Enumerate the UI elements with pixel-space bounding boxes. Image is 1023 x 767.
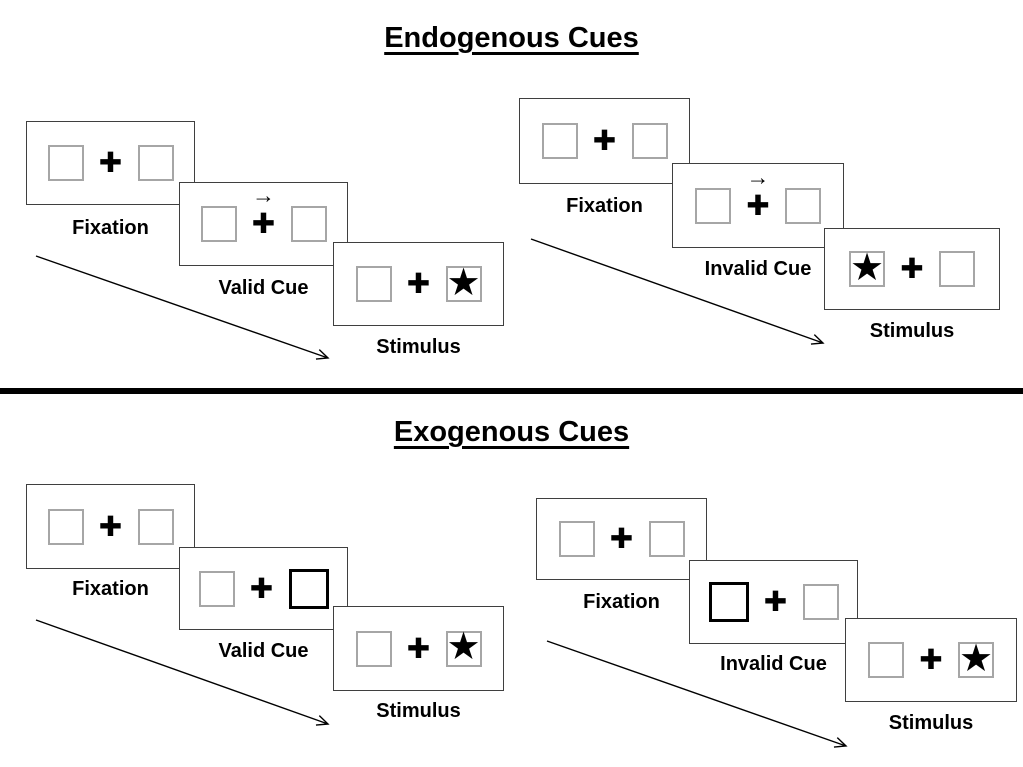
fixation-cross-icon: ✚	[900, 253, 924, 284]
card-label-stimulus: Stimulus	[888, 712, 974, 734]
right-box	[137, 508, 174, 545]
cue-arrow-right-icon: →	[746, 163, 770, 190]
star-stimulus-icon: ★	[849, 246, 885, 289]
fixation-cross-icon: ✚	[98, 510, 123, 542]
right-box	[137, 145, 174, 181]
timeline-arrow	[546, 640, 848, 748]
fixation-cross-icon: ✚	[98, 147, 123, 178]
left-box	[200, 206, 237, 242]
right-box	[290, 206, 327, 242]
left-box	[558, 521, 595, 557]
card-label-valid-cue: Valid Cue	[218, 640, 309, 662]
star-stimulus-icon: ★	[958, 637, 994, 680]
card-label-fixation: Fixation	[72, 578, 149, 600]
card-valid-cue: →✚	[179, 182, 348, 266]
fixation-cross-icon: ✚	[609, 523, 634, 554]
timeline-arrow	[530, 238, 825, 345]
cue-arrow-right-icon: →	[252, 182, 275, 208]
right-box	[939, 251, 975, 287]
card-fixation: ✚	[519, 98, 690, 184]
left-box	[868, 642, 904, 678]
card-stimulus: ✚ ★	[845, 618, 1017, 702]
left-box	[47, 145, 84, 181]
card-valid-cue: ✚	[179, 547, 348, 630]
fixation-cross-icon: ✚	[249, 572, 274, 604]
section-title-exogenous: Exogenous Cues	[393, 416, 630, 448]
section-divider	[0, 388, 1023, 394]
right-box	[802, 584, 839, 620]
star-stimulus-icon: ★	[446, 626, 481, 668]
timeline-arrow	[35, 255, 330, 360]
timeline-arrow	[35, 619, 330, 726]
card-fixation: ✚	[26, 484, 195, 569]
card-fixation: ✚	[26, 121, 195, 205]
right-box	[648, 521, 685, 557]
card-label-fixation: Fixation	[583, 591, 660, 613]
card-label-fixation: Fixation	[72, 217, 149, 239]
card-fixation: ✚	[536, 498, 707, 580]
fixation-cross-icon: ✚	[406, 268, 431, 299]
right-box: ★	[445, 626, 482, 668]
card-invalid-cue: →✚	[672, 163, 844, 248]
right-box: ★	[958, 637, 994, 680]
fixation-cross-icon: →✚	[251, 182, 276, 239]
card-stimulus: ✚ ★	[333, 242, 504, 326]
fixation-cross-icon: ✚	[592, 125, 617, 156]
left-box	[355, 266, 392, 302]
left-box	[695, 187, 731, 224]
fixation-cross-icon: ✚	[919, 644, 943, 675]
fixation-cross-icon: ✚	[406, 632, 431, 664]
card-label-stimulus: Stimulus	[869, 320, 955, 342]
left-box-highlighted-cue	[708, 582, 749, 622]
card-stimulus: ★ ✚	[824, 228, 1000, 310]
left-box	[198, 570, 235, 607]
card-label-invalid-cue: Invalid Cue	[704, 258, 812, 280]
card-stimulus: ✚ ★	[333, 606, 504, 691]
card-label-stimulus: Stimulus	[376, 336, 461, 358]
left-box	[355, 630, 392, 667]
card-label-invalid-cue: Invalid Cue	[720, 653, 827, 675]
left-box: ★	[849, 246, 885, 289]
right-box-highlighted-cue	[288, 568, 329, 609]
right-box	[785, 187, 821, 224]
left-box	[541, 123, 578, 159]
fixation-cross-icon: ✚	[763, 586, 788, 617]
section-title-endogenous: Endogenous Cues	[384, 22, 639, 54]
left-box	[47, 508, 84, 545]
right-box	[631, 123, 668, 159]
card-label-fixation: Fixation	[566, 195, 643, 217]
card-label-valid-cue: Valid Cue	[218, 277, 309, 299]
card-label-stimulus: Stimulus	[376, 700, 461, 722]
star-stimulus-icon: ★	[446, 261, 481, 304]
right-box: ★	[445, 261, 482, 304]
fixation-cross-icon: →✚	[746, 163, 770, 221]
card-invalid-cue: ✚	[689, 560, 858, 644]
